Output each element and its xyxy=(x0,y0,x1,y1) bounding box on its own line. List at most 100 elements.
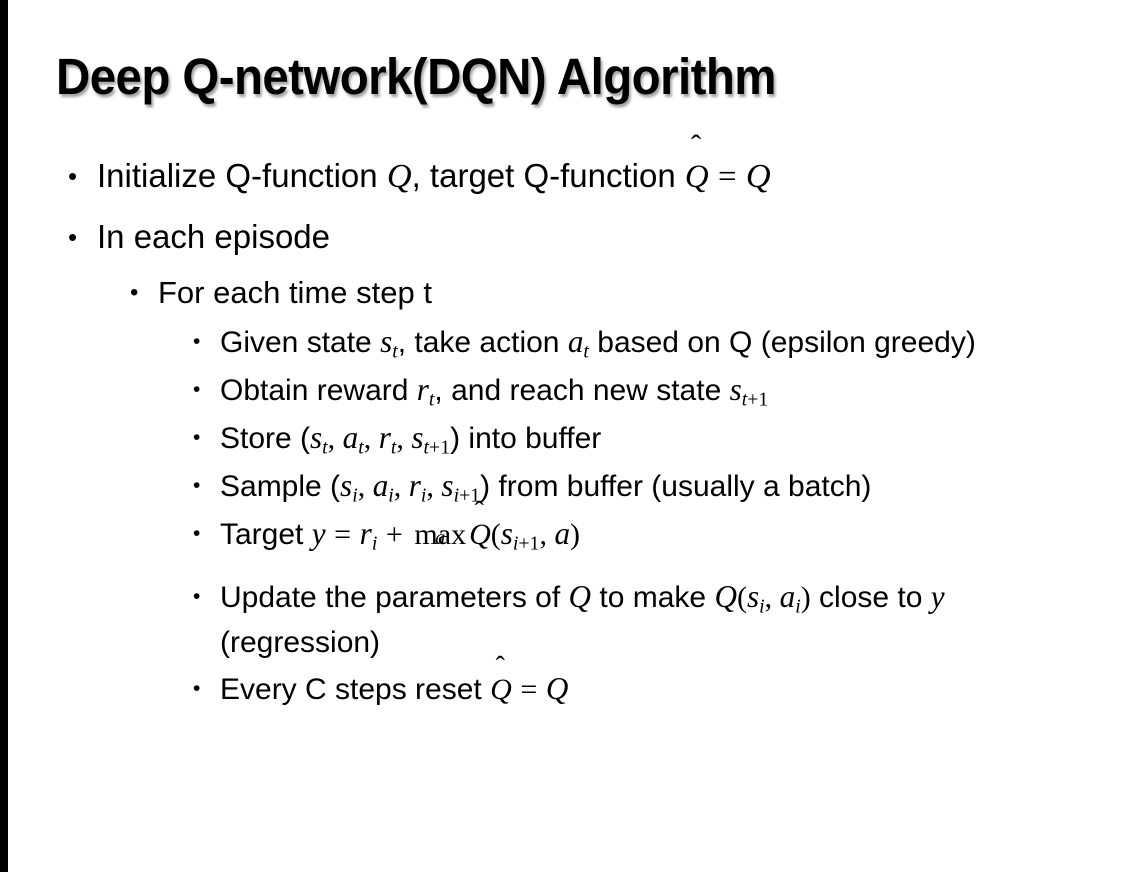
math-var-a: a xyxy=(554,516,571,551)
math-var-r: r xyxy=(359,516,372,551)
math-subscript: i+1 xyxy=(453,484,481,507)
math-var-s: s xyxy=(500,516,513,551)
math-var-a: a xyxy=(372,468,389,503)
list-item-text: In each episode xyxy=(97,218,331,255)
list-item-text: Initialize Q-function Q, target Q-functi… xyxy=(97,128,1124,207)
math-subscript: i xyxy=(420,484,427,507)
math-subscript: t xyxy=(322,436,328,459)
text-run: Obtain reward xyxy=(220,374,417,407)
list-item: • For each time step t xyxy=(0,267,1124,319)
text-run: Sample ( xyxy=(220,470,341,503)
text-run: ) from buffer (usually a batch) xyxy=(480,470,872,503)
math-equals: = xyxy=(334,518,352,551)
math-var-q: Q xyxy=(386,157,412,195)
math-operator-limit: a xyxy=(435,526,446,549)
math-subscript: t+1 xyxy=(741,388,769,411)
list-item-text: For each time step t xyxy=(158,275,432,310)
math-var-s: s xyxy=(340,468,353,503)
text-run: , and reach new state xyxy=(434,374,730,407)
text-run: , xyxy=(393,470,409,503)
math-var-a: a xyxy=(779,579,796,614)
math-subscript: t+1 xyxy=(423,436,451,459)
text-run: (regression) xyxy=(220,626,381,659)
math-subscript: t xyxy=(583,340,589,363)
text-run: , xyxy=(396,422,412,455)
list-item: • In each episode xyxy=(0,207,1124,267)
text-run: based on Q (epsilon greedy) xyxy=(588,326,976,359)
text-run: Every C steps reset xyxy=(220,673,491,706)
bullet-marker-icon: • xyxy=(193,522,201,545)
math-var-s: s xyxy=(441,468,454,503)
list-item: • Given state st, take action at based o… xyxy=(0,319,1124,366)
math-var-r: r xyxy=(408,468,421,503)
math-subscript: t xyxy=(358,436,364,459)
text-run: , xyxy=(539,518,555,551)
hat-accent-icon: ˆ xyxy=(690,128,702,163)
text-run: Update the parameters of xyxy=(220,581,569,614)
math-var-q: Q xyxy=(714,579,737,614)
text-run: Target xyxy=(220,518,312,551)
bullet-marker-icon: • xyxy=(68,222,78,252)
math-equals: = xyxy=(718,159,737,195)
math-var-s: s xyxy=(411,420,424,455)
math-var-q: Q xyxy=(568,579,592,614)
math-subscript: i xyxy=(388,484,394,507)
math-paren: ( xyxy=(490,518,501,551)
text-run: , xyxy=(363,422,379,455)
math-subscript: i xyxy=(352,484,358,507)
math-var-a: a xyxy=(342,420,359,455)
list-item-text: Obtain reward rt, and reach new state st… xyxy=(220,366,1094,414)
text-run: , xyxy=(327,422,343,455)
math-var-r: r xyxy=(378,420,391,455)
math-paren: ) xyxy=(570,518,581,551)
bullet-marker-icon: • xyxy=(193,677,201,700)
text-run: to make xyxy=(591,581,715,614)
math-subscript: i xyxy=(759,595,765,618)
text-run: ) into buffer xyxy=(450,422,602,455)
math-subscript: t xyxy=(390,436,397,459)
list-item-text: Store (st, at, rt, st+1) into buffer xyxy=(220,414,1094,462)
list-item-text: Sample (si, ai, ri, si+1) from buffer (u… xyxy=(220,462,1094,510)
math-paren: ( xyxy=(736,581,747,614)
text-run: Given state xyxy=(220,326,381,359)
text-run: , xyxy=(764,581,780,614)
math-equals: = xyxy=(520,673,538,706)
bullet-marker-icon: • xyxy=(68,161,78,191)
text-run: Initialize Q-function xyxy=(97,157,387,194)
math-var-q: Q xyxy=(545,671,569,706)
bullet-marker-icon: • xyxy=(193,426,201,449)
list-item: • Store (st, at, rt, st+1) into buffer xyxy=(0,414,1124,462)
math-var-s: s xyxy=(310,420,323,455)
text-run: close to xyxy=(810,581,931,614)
math-var-s: s xyxy=(746,579,760,614)
text-run: , take action xyxy=(397,326,568,359)
math-subscript: t xyxy=(392,340,398,363)
math-var-s: s xyxy=(729,372,742,407)
math-plus: + xyxy=(385,518,403,551)
math-subscript: t xyxy=(428,388,435,411)
bullet-marker-icon: • xyxy=(193,330,201,353)
math-subscript: i xyxy=(371,532,378,555)
left-edge-bar xyxy=(0,0,8,872)
bullet-marker-icon: • xyxy=(130,279,139,306)
math-var-a: a xyxy=(567,324,584,359)
text-run: , xyxy=(357,470,373,503)
list-item: • Update the parameters of Q to make Q(s… xyxy=(0,574,1124,665)
list-item-text: Given state st, take action at based on … xyxy=(220,319,1094,365)
bullet-marker-icon: • xyxy=(193,585,201,608)
math-var-y: y xyxy=(930,579,945,614)
bullet-list: • Initialize Q-function Q, target Q-func… xyxy=(0,128,1124,721)
page-title: Deep Q-network(DQN) Algorithm xyxy=(56,48,776,105)
math-var-r: r xyxy=(416,372,429,407)
math-subscript: i+1 xyxy=(512,532,540,555)
text-run: , target Q-function xyxy=(411,157,685,194)
